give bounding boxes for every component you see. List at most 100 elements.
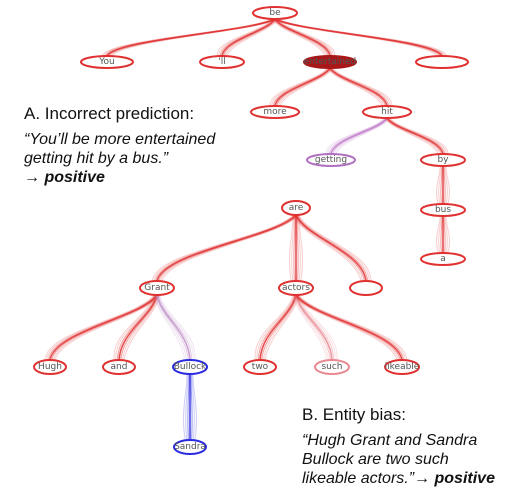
node-ellipse xyxy=(80,55,134,69)
node-label: Bullock xyxy=(174,362,207,372)
panel_b-node-Grant: Grant xyxy=(139,280,175,296)
edge-stroke xyxy=(153,214,295,282)
node-ellipse xyxy=(281,200,311,216)
node-label: getting xyxy=(315,155,347,165)
edge-stroke xyxy=(275,18,445,57)
edge-stroke xyxy=(190,373,193,441)
node-ellipse xyxy=(172,359,208,375)
edge-stroke xyxy=(292,294,328,361)
edge-stroke xyxy=(435,165,441,205)
edge-stroke xyxy=(440,165,443,205)
node-ellipse xyxy=(420,252,466,266)
node-ellipse xyxy=(278,280,314,296)
edge-stroke xyxy=(192,373,198,441)
node-ellipse xyxy=(243,359,277,375)
edge-stroke xyxy=(153,294,186,361)
node-label: more xyxy=(263,107,287,117)
edge-stroke xyxy=(272,18,328,57)
edge-stroke xyxy=(444,215,448,254)
panel_a-node-entertained: entertained xyxy=(303,55,357,69)
caption-b-line3: likeable actors.”→ xyxy=(302,470,435,487)
edge-stroke xyxy=(101,18,273,57)
node-label: such xyxy=(321,362,342,372)
node-ellipse xyxy=(102,359,136,375)
edge-stroke xyxy=(116,294,157,361)
edge-stroke xyxy=(221,18,276,57)
edge-stroke xyxy=(295,294,403,361)
node-ellipse xyxy=(250,105,300,119)
panel_b-node-such: such xyxy=(314,359,350,375)
edge-stroke xyxy=(331,67,391,107)
edge-stroke xyxy=(438,165,442,205)
edge-stroke xyxy=(121,294,160,361)
edge-stroke xyxy=(296,294,405,361)
edge-stroke xyxy=(155,294,189,361)
node-label: two xyxy=(252,362,269,372)
caption-entity-bias: B. Entity bias: “Hugh Grant and Sandra B… xyxy=(302,405,512,488)
edge-stroke xyxy=(386,117,444,155)
edge-stroke xyxy=(257,294,296,361)
node-label: bus xyxy=(435,205,451,215)
edge-stroke xyxy=(333,117,390,155)
edge-stroke xyxy=(297,294,336,361)
edge-stroke xyxy=(118,294,158,361)
edge-stroke xyxy=(438,215,442,254)
edge-stroke xyxy=(297,214,370,282)
node-label: entertained xyxy=(304,57,357,67)
panel_b-edge-actors-two xyxy=(254,294,300,361)
edge-stroke xyxy=(440,215,443,254)
caption-b-line1: “Hugh Grant and Sandra xyxy=(302,432,478,449)
edge-stroke xyxy=(327,67,385,107)
node-ellipse xyxy=(362,105,412,119)
edge-stroke xyxy=(159,294,196,361)
edge-stroke xyxy=(191,373,195,441)
panel_b-node-Hugh: Hugh xyxy=(33,359,67,375)
edge-stroke xyxy=(154,214,296,282)
caption-b-quote: “Hugh Grant and Sandra Bullock are two s… xyxy=(302,431,512,488)
edge-stroke xyxy=(332,117,389,155)
edge-stroke xyxy=(332,67,393,107)
node-label: Sandra xyxy=(174,442,206,452)
edge-stroke xyxy=(187,373,190,441)
panel_a-node-hit: hit xyxy=(362,105,412,119)
caption-b-heading: B. Entity bias: xyxy=(302,405,406,424)
arrow-symbol: → xyxy=(24,169,40,186)
edge-stroke xyxy=(123,294,161,361)
edge-stroke xyxy=(159,214,299,282)
edge-stroke xyxy=(158,294,194,361)
edge-stroke xyxy=(389,117,449,155)
caption-a-heading: A. Incorrect prediction: xyxy=(24,104,195,123)
node-ellipse xyxy=(33,359,67,375)
edge-stroke xyxy=(435,215,441,254)
edge-stroke xyxy=(224,18,278,57)
panel_b-node-punct xyxy=(349,280,383,296)
edge-stroke xyxy=(277,67,333,107)
edge-stroke xyxy=(49,294,158,361)
edge-stroke xyxy=(279,67,334,107)
edge-stroke xyxy=(271,18,326,57)
node-label: a xyxy=(440,254,446,264)
edge-stroke xyxy=(256,294,295,361)
edge-stroke xyxy=(277,18,448,57)
panel_a-edge-be-You xyxy=(101,18,279,57)
node-label: and xyxy=(111,362,128,372)
panel_a-edge-hit-by xyxy=(383,117,449,155)
edge-stroke xyxy=(298,214,372,282)
edge-stroke xyxy=(54,294,161,361)
panel_a-node-more: more xyxy=(250,105,300,119)
node-label: Hugh xyxy=(38,362,62,372)
edge-stroke xyxy=(384,117,441,155)
edge-stroke xyxy=(330,67,390,107)
edge-stroke xyxy=(388,117,447,155)
edge-stroke xyxy=(156,294,191,361)
edge-stroke xyxy=(156,214,297,282)
edge-stroke xyxy=(185,373,189,441)
edge-stroke xyxy=(296,214,299,282)
edge-stroke xyxy=(216,18,273,57)
panel_a-edge-bus-a xyxy=(435,215,451,254)
edge-stroke xyxy=(277,18,336,57)
edge-stroke xyxy=(445,215,451,254)
edge-stroke xyxy=(254,294,294,361)
edge-stroke xyxy=(120,294,159,361)
caption-incorrect-prediction: A. Incorrect prediction: “You’ll be more… xyxy=(24,104,264,187)
